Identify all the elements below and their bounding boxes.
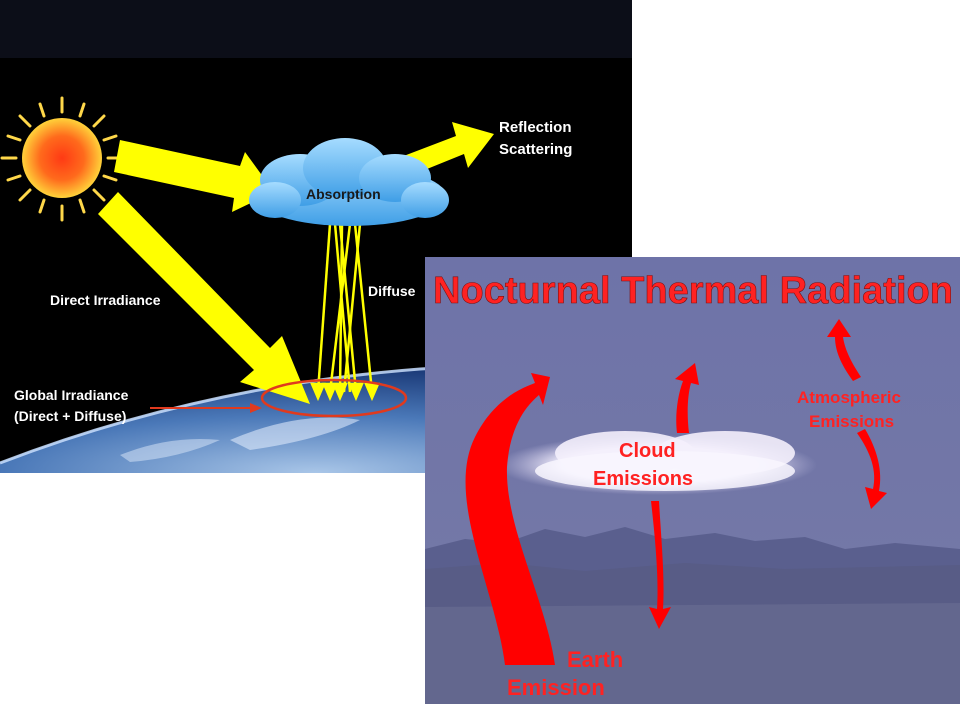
diffuse-rays xyxy=(310,223,380,402)
nocturnal-thermal-diagram: Nocturnal Thermal Radiation Atmospheric … xyxy=(425,257,960,704)
solar-radiation-diagram: Absorption Reflection Scattering Direct … xyxy=(0,0,632,473)
mountains xyxy=(425,527,960,704)
diffuse-label: Diffuse xyxy=(368,283,416,299)
absorption-label: Absorption xyxy=(306,186,381,202)
global-irradiance-label: Global Irradiance xyxy=(14,387,129,403)
scattering-label: Scattering xyxy=(499,141,572,158)
reflection-label: Reflection xyxy=(499,119,572,136)
sun-icon xyxy=(0,96,124,222)
atmospheric-label: Atmospheric xyxy=(797,388,901,407)
atmospheric-up-arrow xyxy=(827,319,861,381)
cloud-emission-down-arrow xyxy=(649,501,671,629)
direct-irradiance-label: Direct Irradiance xyxy=(50,292,161,308)
earth-emission-arrow xyxy=(465,373,555,665)
cloud-emission-up-arrow xyxy=(675,363,699,433)
global-irradiance-sublabel: (Direct + Diffuse) xyxy=(14,408,126,424)
thermal-title: Nocturnal Thermal Radiation xyxy=(433,270,953,312)
atmospheric-down-arrow xyxy=(857,429,887,509)
global-irradiance-ellipse xyxy=(260,378,408,418)
earth-emission-label: Emission xyxy=(507,675,605,700)
incoming-arrow-to-cloud xyxy=(114,140,274,212)
emission-cloud xyxy=(497,431,817,495)
atmospheric-emissions-label: Emissions xyxy=(809,412,894,431)
cloud-label: Cloud xyxy=(619,440,676,462)
earth-label: Earth xyxy=(567,647,623,672)
direct-irradiance-arrow xyxy=(98,192,310,404)
global-irradiance-pointer xyxy=(150,403,262,413)
absorption-cloud xyxy=(249,138,449,226)
thermal-diagram-svg: Nocturnal Thermal Radiation Atmospheric … xyxy=(425,257,960,704)
cloud-emissions-label: Emissions xyxy=(593,468,693,490)
top-band xyxy=(0,0,632,58)
